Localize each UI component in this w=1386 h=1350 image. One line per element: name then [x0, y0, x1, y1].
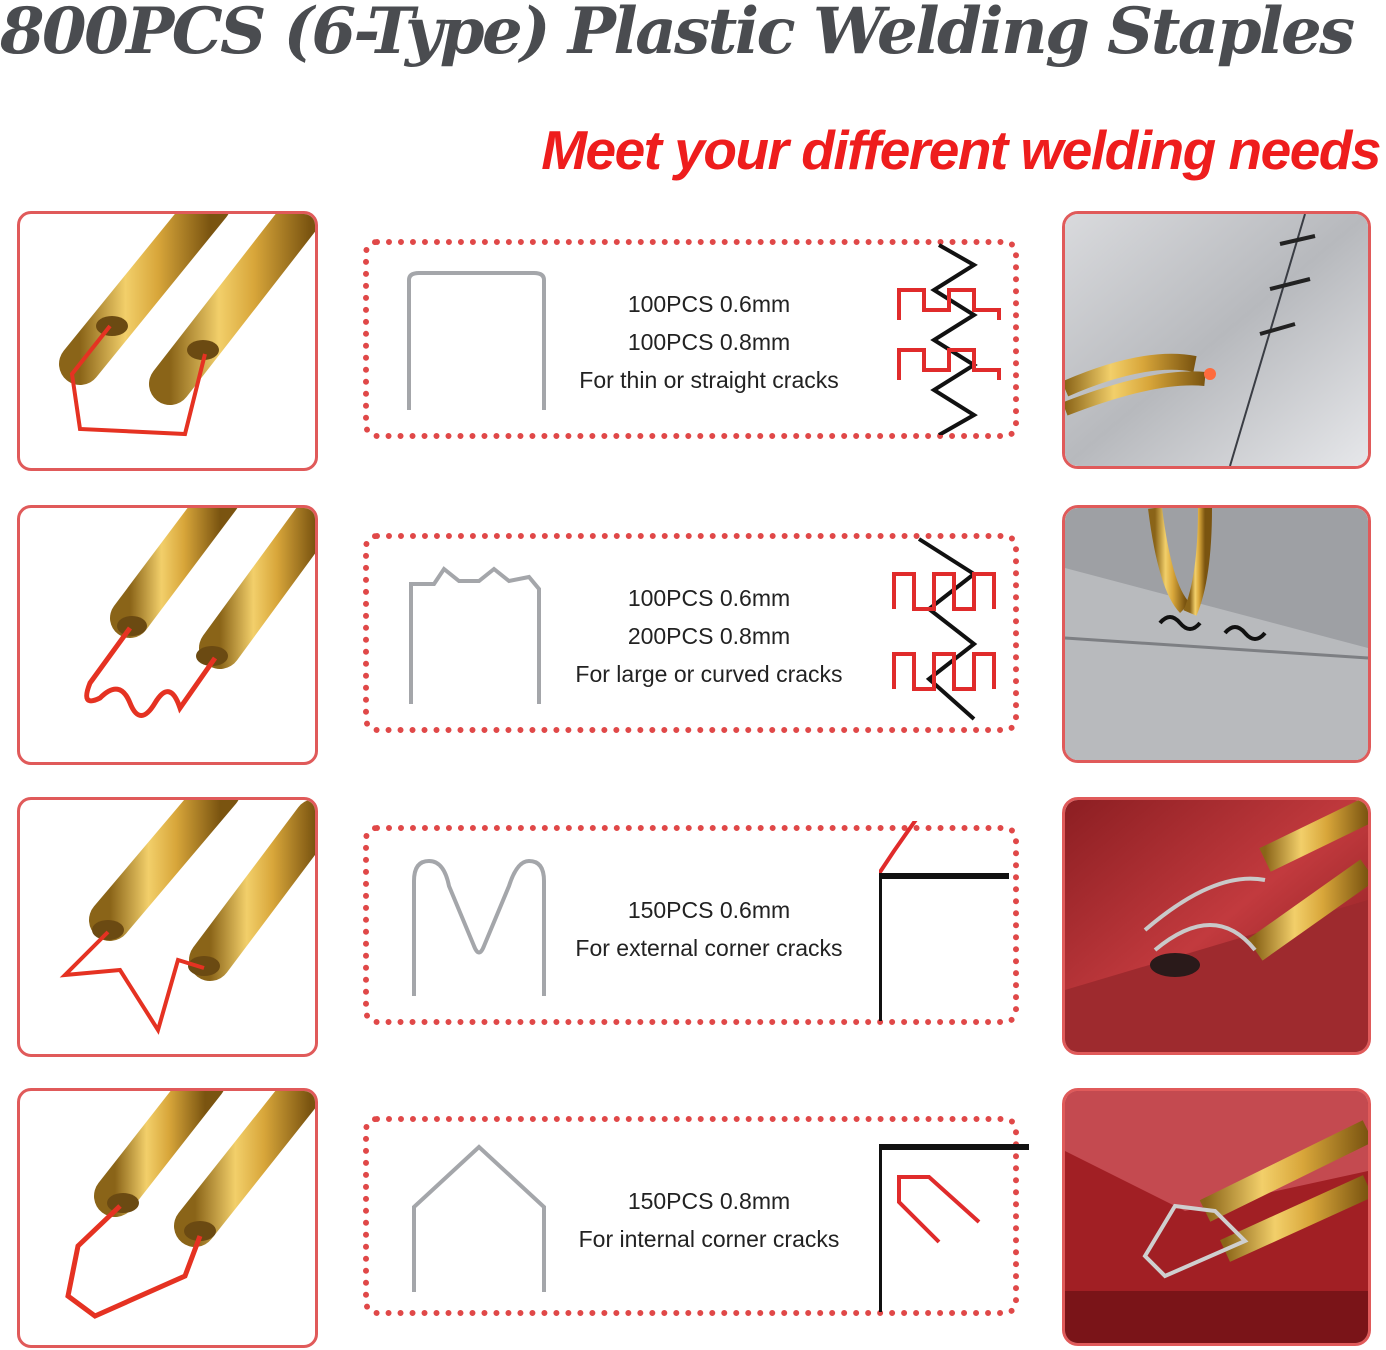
- row-flat-staple: 100PCS 0.6mm 100PCS 0.8mm For thin or st…: [0, 211, 1386, 471]
- staple-info-flat: 100PCS 0.6mm 100PCS 0.8mm For thin or st…: [363, 239, 1019, 439]
- info-line-2: For external corner cracks: [575, 935, 843, 961]
- wave-staple-icon: [399, 559, 559, 709]
- straight-crack-diagram: [879, 235, 1029, 435]
- row-wave-staple: 100PCS 0.6mm 200PCS 0.8mm For large or c…: [0, 505, 1386, 765]
- row-v-staple: 150PCS 0.8mm For internal corner cracks: [0, 1088, 1386, 1348]
- page-subtitle: Meet your different welding needs: [541, 119, 1381, 181]
- staple-info-wave: 100PCS 0.6mm 200PCS 0.8mm For large or c…: [363, 533, 1019, 733]
- curved-weld-photo: [1062, 505, 1371, 763]
- curved-crack-diagram: [879, 529, 1029, 729]
- info-line-3: For thin or straight cracks: [579, 367, 839, 393]
- internal-corner-diagram: [879, 1112, 1029, 1312]
- external-corner-diagram: [879, 821, 1029, 1021]
- info-line-1: 150PCS 0.8mm: [627, 1188, 791, 1214]
- info-line-1: 100PCS 0.6mm: [627, 291, 791, 317]
- external-corner-photo: [1062, 797, 1371, 1055]
- info-line-3: For large or curved cracks: [575, 661, 843, 687]
- staple-info-m: 150PCS 0.6mm For external corner cracks: [363, 821, 1019, 1025]
- row-m-staple: 150PCS 0.6mm For external corner cracks: [0, 797, 1386, 1057]
- welder-tip-wave-staple: [17, 505, 318, 765]
- v-staple-icon: [399, 1142, 559, 1292]
- staple-info-v: 150PCS 0.8mm For internal corner cracks: [363, 1116, 1029, 1316]
- info-line-2: For internal corner cracks: [578, 1226, 840, 1252]
- welder-tip-flat-staple: [17, 211, 318, 471]
- internal-corner-photo: [1062, 1088, 1371, 1346]
- info-line-2: 100PCS 0.8mm: [627, 329, 791, 355]
- info-line-1: 100PCS 0.6mm: [627, 585, 791, 611]
- straight-weld-photo: [1062, 211, 1371, 469]
- welder-tip-v-staple: [17, 1088, 318, 1348]
- page-title: 800PCS (6-Type) Plastic Welding Staples: [0, 0, 1355, 69]
- info-line-1: 150PCS 0.6mm: [627, 897, 791, 923]
- welder-tip-m-staple: [17, 797, 318, 1057]
- flat-staple-icon: [399, 265, 559, 415]
- m-staple-icon: [399, 851, 559, 1001]
- info-line-2: 200PCS 0.8mm: [627, 623, 791, 649]
